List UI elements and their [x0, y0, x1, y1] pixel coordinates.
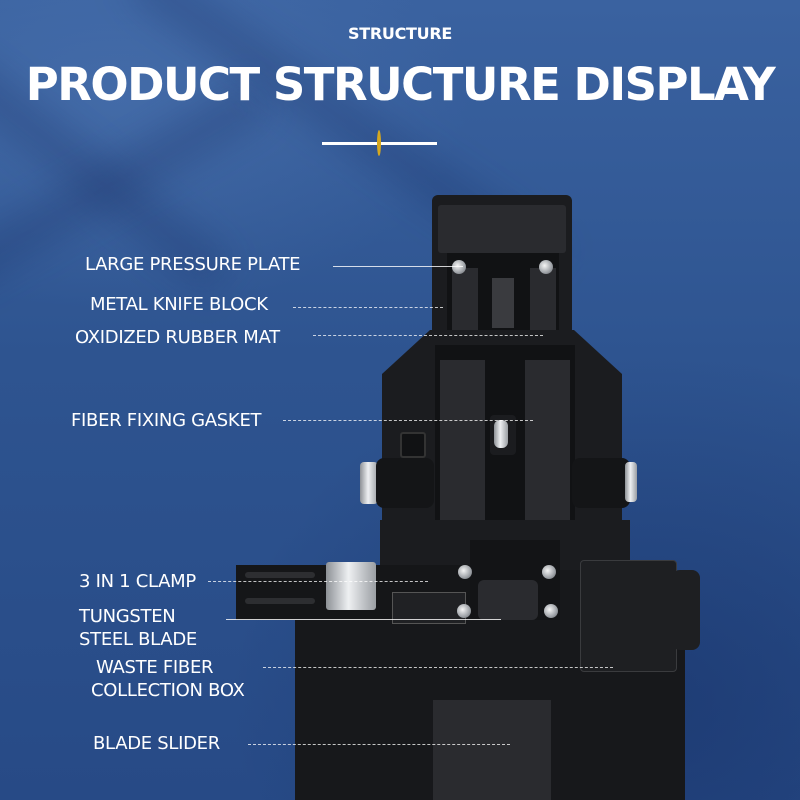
leader-line [283, 420, 533, 421]
left-hinge-cap [360, 462, 378, 504]
screw [539, 260, 553, 274]
label-metal-knife-block: METAL KNIFE BLOCK [90, 294, 268, 315]
label-large-pressure-plate: LARGE PRESSURE PLATE [85, 254, 301, 275]
blade-cover [478, 580, 538, 620]
rail-groove [245, 572, 315, 578]
label-tungsten-steel-blade-line1: TUNGSTEN [79, 606, 176, 627]
left-arm [452, 268, 478, 340]
screw [457, 604, 471, 618]
right-column-plate [525, 360, 570, 525]
side-block [400, 432, 426, 458]
page-title: PRODUCT STRUCTURE DISPLAY [25, 58, 776, 111]
leader-line [226, 619, 501, 620]
clamp-metal-plate [326, 562, 376, 610]
label-waste-fiber-line2: COLLECTION BOX [91, 680, 245, 701]
leader-line [248, 744, 510, 745]
label-oxidized-rubber-mat: OXIDIZED RUBBER MAT [75, 327, 280, 348]
left-column-plate [440, 360, 485, 525]
lid-cap [438, 205, 566, 253]
blade-slider-panel [433, 700, 551, 800]
waste-fiber-box [580, 560, 677, 672]
screw [458, 565, 472, 579]
waste-box-hinge [672, 570, 700, 650]
leader-line [208, 581, 428, 582]
label-fiber-fixing-gasket: FIBER FIXING GASKET [71, 410, 262, 431]
label-tungsten-steel-blade-line2: STEEL BLADE [79, 629, 197, 650]
label-waste-fiber-line1: WASTE FIBER [96, 657, 214, 678]
right-hinge-cap [625, 462, 637, 502]
screw [452, 260, 466, 274]
screw [542, 565, 556, 579]
section-eyebrow: STRUCTURE [348, 24, 452, 43]
label-3-in-1-clamp: 3 IN 1 CLAMP [79, 571, 196, 592]
left-hinge [376, 458, 434, 508]
right-arm [530, 268, 556, 340]
right-hinge [572, 458, 630, 508]
knife-block [492, 278, 514, 328]
leader-line [313, 335, 543, 336]
gasket-pin [494, 420, 508, 448]
leader-line [263, 667, 613, 668]
rail-groove [245, 598, 315, 604]
leader-line [333, 266, 463, 267]
screw [544, 604, 558, 618]
scale-plate [392, 592, 466, 624]
leader-line [293, 307, 443, 308]
label-blade-slider: BLADE SLIDER [93, 733, 220, 754]
divider-accent-mark [377, 130, 381, 156]
